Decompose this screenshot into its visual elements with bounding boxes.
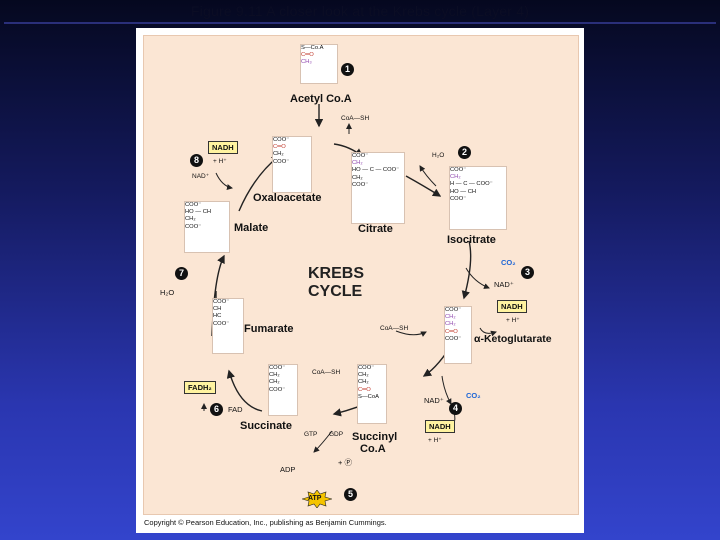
h-plus-2: + H⁺ [506,317,520,324]
atp-label: ATP [308,495,322,502]
co2-2: CO₂ [466,391,481,400]
step-7-badge: 7 [175,267,188,280]
oxaloacetate-structure: COO⁻ C═O CH₂ COO⁻ [272,136,312,193]
h2o-1: H₂O [432,152,445,159]
title-divider [4,22,716,24]
fumarate-label: Fumarate [244,323,294,335]
citrate-label: Citrate [358,223,393,235]
succinate-label: Succinate [240,420,292,432]
malate-label: Malate [234,222,269,234]
diagram-panel: S—Co.A C═O CH₃ 1 Acetyl Co.A CoA—SH COO⁻… [143,35,579,515]
gdp-label: GDP [329,431,344,438]
step-1-badge: 1 [341,63,354,76]
gtp-label: GTP [304,431,318,438]
fumarate-structure: COO⁻ CH HC COO⁻ [212,298,244,354]
h-plus-3: + H⁺ [428,437,442,444]
coash-1: CoA—SH [341,115,370,122]
acetyl-coa-label: Acetyl Co.A [290,93,352,105]
step-4-badge: 4 [449,402,462,415]
acetyl-coa-structure: S—Co.A C═O CH₃ [300,44,338,84]
coash-2: CoA—SH [380,325,409,332]
malate-structure: COO⁻ HO — CH CH₂ COO⁻ [184,201,230,253]
step-3-badge: 3 [521,266,534,279]
nad-3: NAD⁺ [424,396,444,405]
krebs-cycle-title: KREBS CYCLE [308,265,365,300]
krebs-figure: S—Co.A C═O CH₃ 1 Acetyl Co.A CoA—SH COO⁻… [136,28,584,533]
h2o-2: H₂O [160,288,175,297]
ketoglutarate-structure: COO⁻ CH₂ CH₂ C═O COO⁻ [444,306,472,364]
atp-burst-icon [302,490,332,508]
isocitrate-label: Isocitrate [447,234,496,246]
slide-title: Figure 9.11 A closer look at the Krebs c… [190,3,530,19]
adp-label: ADP [280,465,296,474]
pi-label: + Ⓟ [338,458,352,467]
isocitrate-structure: COO⁻ CH₂ H — C — COO⁻ HO — CH COO⁻ [449,166,507,230]
step-6-badge: 6 [210,403,223,416]
fad-label: FAD [228,405,243,414]
oxaloacetate-label: Oxaloacetate [253,192,322,204]
nadh-box-3: NADH [425,420,455,433]
citrate-structure: COO⁻ CH₂ HO — C — COO⁻ CH₂ COO⁻ [351,152,405,224]
ketoglutarate-label: α-Ketoglutarate [474,333,552,345]
nadh-box-2: NADH [497,300,527,313]
succinate-structure: COO⁻ CH₂ CH₂ COO⁻ [268,364,298,416]
step-8-badge: 8 [190,154,203,167]
step-2-badge: 2 [458,146,471,159]
nad-1: NAD⁺ [192,173,210,180]
nadh-box-1: NADH [208,141,238,154]
fadh2-box: FADH₂ [184,381,216,394]
succinyl-coa-label: Succinyl Co.A [352,431,398,455]
step-5-badge: 5 [344,488,357,501]
coash-3: CoA—SH [312,369,341,376]
co2-1: CO₂ [501,258,516,267]
copyright-notice: Copyright © Pearson Education, Inc., pub… [144,518,387,527]
nad-2: NAD⁺ [494,280,514,289]
h-plus-1: + H⁺ [213,158,227,165]
succinyl-coa-structure: COO⁻ CH₂ CH₂ C═O S—CoA [357,364,387,424]
